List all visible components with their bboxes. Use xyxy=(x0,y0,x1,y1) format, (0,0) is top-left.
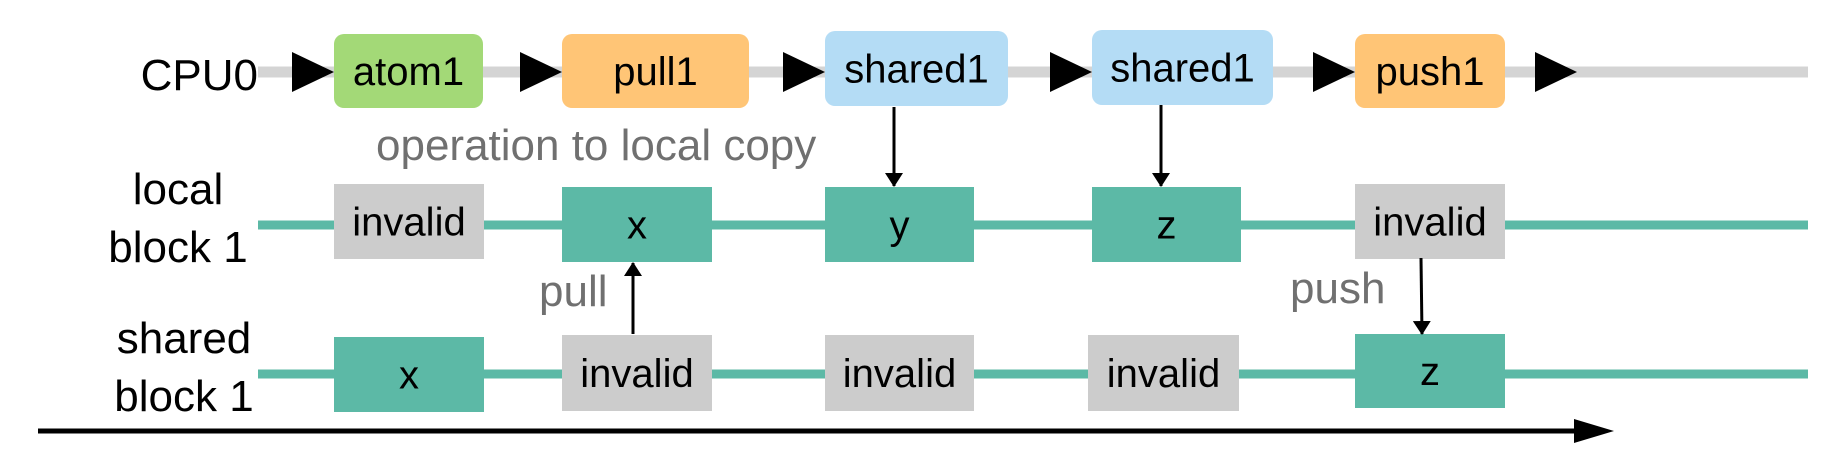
op-push-box-label: push1 xyxy=(1376,50,1485,94)
op-shared-box-shape xyxy=(825,31,1008,106)
op-push-box: push1 xyxy=(1355,34,1505,108)
local-block-valid-label: z xyxy=(1157,204,1177,248)
shared-block-valid-shape xyxy=(334,337,484,412)
local-block-invalid-shape xyxy=(1355,184,1505,259)
shared-block-invalid-shape xyxy=(825,335,974,411)
shared-block-invalid-label: invalid xyxy=(580,352,693,396)
local-block-invalid: invalid xyxy=(334,184,484,259)
operation-note: operation to local copy xyxy=(376,121,816,170)
op-pull-box-shape xyxy=(562,34,749,108)
shared-row-label-line1: shared xyxy=(117,314,252,363)
op-shared-box-label: shared1 xyxy=(844,48,989,92)
local-block-valid: z xyxy=(1092,187,1241,262)
push-note: push xyxy=(1290,264,1385,313)
op-shared-box: shared1 xyxy=(825,31,1008,106)
local-block-invalid-label: invalid xyxy=(352,201,465,245)
time-arrow-head xyxy=(1574,419,1614,443)
local-block-valid-shape xyxy=(562,187,712,262)
shared-block-valid: z xyxy=(1355,334,1505,408)
shared-block-invalid: invalid xyxy=(825,335,974,411)
shared-block-valid: x xyxy=(334,337,484,412)
shared-block-invalid-shape xyxy=(562,335,712,411)
local-block-valid-label: x xyxy=(627,204,647,248)
shared-block-valid-label: x xyxy=(399,354,419,398)
timeline-triangle xyxy=(1313,52,1355,92)
shared-row-label-line2: block 1 xyxy=(114,372,253,421)
op-pull-box: pull1 xyxy=(562,34,749,108)
op-atom-box-label: atom1 xyxy=(353,50,464,94)
local-row-label-line2: block 1 xyxy=(108,223,247,272)
local-block-valid-shape xyxy=(825,187,974,262)
local-block-invalid-label: invalid xyxy=(1373,201,1486,245)
cpu-row-label: CPU0 xyxy=(141,51,258,100)
shared-block-invalid-label: invalid xyxy=(843,352,956,396)
local-row-label-line1: local xyxy=(133,165,224,214)
op-atom-box-shape xyxy=(334,34,483,108)
shared-block-invalid-label: invalid xyxy=(1107,352,1220,396)
timeline-triangle xyxy=(783,52,825,92)
local-block-valid: y xyxy=(825,187,974,262)
timeline-triangle xyxy=(1535,52,1577,92)
op-push-box-shape xyxy=(1355,34,1505,108)
shared-block-valid-label: z xyxy=(1420,350,1440,394)
push-arrow xyxy=(1412,257,1431,335)
local-block-valid-label: y xyxy=(890,204,910,248)
shared-block-invalid: invalid xyxy=(562,335,712,411)
local-block-valid: x xyxy=(562,187,712,262)
timeline-triangle xyxy=(1050,52,1092,92)
shared-block-invalid-shape xyxy=(1088,335,1239,411)
timeline-triangle xyxy=(292,52,334,92)
shared-block-valid-shape xyxy=(1355,334,1505,408)
timeline-triangle xyxy=(520,52,562,92)
op-pull-box-label: pull1 xyxy=(613,50,698,94)
op-atom-box: atom1 xyxy=(334,34,483,108)
local-block-invalid-shape xyxy=(334,184,484,259)
op-shared-box-shape xyxy=(1092,30,1273,105)
local-block-valid-shape xyxy=(1092,187,1241,262)
local-block-invalid: invalid xyxy=(1355,184,1505,259)
op-shared-box-label: shared1 xyxy=(1110,47,1255,91)
op-shared-box: shared1 xyxy=(1092,30,1273,105)
cpu-timeline-triangles xyxy=(292,52,1577,92)
shared-block-invalid: invalid xyxy=(1088,335,1239,411)
pull-note: pull xyxy=(539,267,608,316)
